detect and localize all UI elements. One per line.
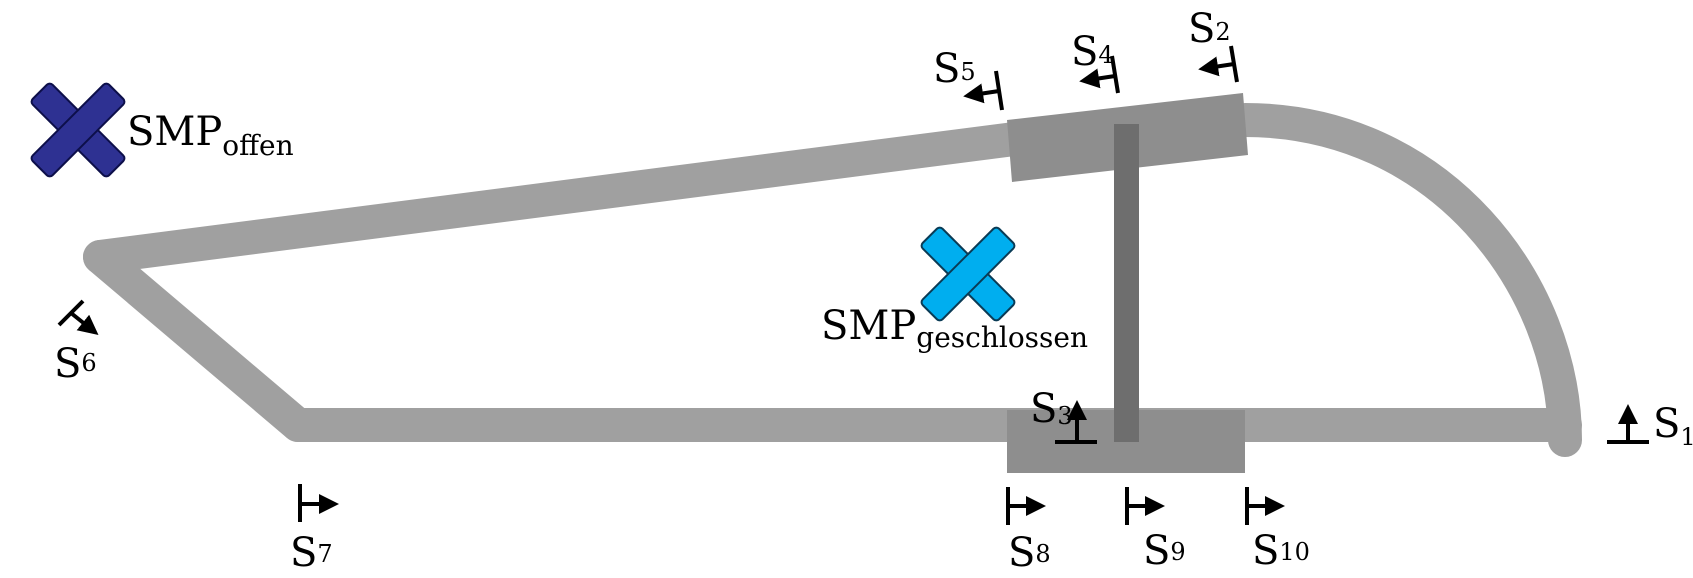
- signal-s1-label: S1: [1653, 401, 1693, 451]
- signal-s9-icon: [1125, 487, 1165, 525]
- signal-s4-label: S4: [1071, 29, 1114, 75]
- signal-s6-label: S6: [54, 341, 97, 387]
- signal-s8-icon: [1006, 487, 1046, 525]
- signal-s3-label: S3: [1030, 386, 1073, 432]
- track-loop: [83, 103, 1582, 457]
- signal-s10-label: S10: [1252, 528, 1310, 574]
- track-segment-diagonal: [83, 240, 315, 442]
- signal-s8-label: S8: [1008, 530, 1051, 576]
- signal-s7-label: S7: [290, 530, 333, 576]
- signal-s6-icon: [57, 299, 99, 335]
- track-segment-left: [83, 121, 1039, 274]
- signal-s2-label: S2: [1188, 6, 1231, 52]
- smp-closed-label: SMPgeschlossen: [821, 303, 1088, 354]
- signal-s1-icon: [1607, 404, 1649, 444]
- signal-s10-icon: [1245, 487, 1285, 525]
- signal-s5-label: S5: [933, 46, 976, 92]
- track-segment-curve: [1228, 103, 1582, 457]
- smp-open-icon: [30, 82, 126, 178]
- vertical-bar: [1114, 124, 1139, 442]
- signal-s9-label: S9: [1143, 528, 1186, 574]
- signal-s3-icon: [1055, 400, 1097, 444]
- signal-s5-icon: [963, 70, 1004, 111]
- smp-closed-icon: [920, 226, 1016, 322]
- signal-s2-icon: [1198, 45, 1239, 83]
- signal-s4-icon: [1079, 55, 1120, 94]
- signal-s7-icon: [298, 484, 339, 522]
- smp-open-label: SMPoffen: [127, 109, 294, 162]
